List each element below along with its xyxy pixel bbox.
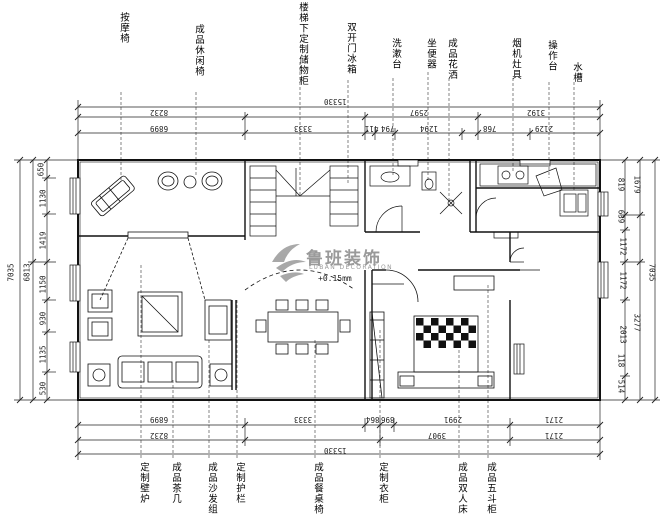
countertop-label: 操作台 [546,40,557,72]
dining-set-label: 成品餐桌椅 [312,462,323,515]
quilt-square [423,340,431,348]
dim-left-s1: 650 [36,162,46,177]
dim-top-left: 6899 [150,124,169,133]
dim-bottom-middle: 3333 [294,415,313,424]
dim-top-s5: 2129 [535,124,554,133]
dim-right-s2: 819 [616,177,626,192]
left-dimension-ticks [16,156,51,404]
dim-bottom-left-span: 8232 [150,431,169,440]
dim-right-s9: 514 [616,379,626,394]
coffee-table-label: 成品茶几 [170,462,181,504]
chest-label: 成品五斗柜 [485,462,496,515]
quilt-square [461,318,469,326]
toilet-label: 坐便器 [425,38,436,70]
dim-top-span-a: 2597 [410,108,429,117]
dim-left-s7: 530 [38,381,48,396]
sink-label: 水槽 [571,62,582,83]
dim-bottom-span-a: 3907 [428,431,447,440]
dim-right-s8: 118 [616,353,626,368]
dim-top-s1: 411 [365,124,379,133]
dim-right-s1: 1679 [632,175,642,194]
wardrobe-label: 定制衣柜 [377,462,388,504]
bottom-dimension-chain [77,400,601,460]
quilt-square [438,340,446,348]
bedroom-furniture [369,269,495,399]
doors [509,247,540,271]
leader-lines [120,62,575,460]
staircase [249,165,359,237]
dim-left-s3: 1419 [38,231,48,250]
quilt-square [461,333,469,341]
windows [69,159,609,375]
right-dimension-chain [600,159,660,401]
dim-top-left-span: 8232 [150,108,169,117]
massage-chair-label: 按摩椅 [118,12,129,44]
top-dimension-ticks [74,103,604,137]
dim-top-middle: 3333 [294,124,313,133]
dim-bottom-s1: 864 [366,415,380,424]
dim-right-s5: 1172 [618,271,628,290]
fridge-label: 双开门冰箱 [345,22,356,75]
dim-top-s2: 794 [381,124,395,133]
railing-label: 定制护栏 [234,462,245,504]
watermark-subtitle: LUBAN DECORATION [309,264,393,271]
left-dimension-chain [14,159,78,401]
sofa-label: 成品沙发组 [206,462,217,515]
stair-storage-label: 楼梯下定制储物柜 [297,2,308,86]
quilt-square [423,325,431,333]
dim-left-s6: 1135 [38,345,48,364]
quilt-square [416,333,424,341]
dim-left-s4: 1150 [38,275,48,294]
dim-bottom-overall: 15330 [324,446,347,455]
watermark-name: 鲁班装饰 [306,249,382,269]
dim-right-s6: 3277 [632,313,642,332]
quilt-square [468,325,476,333]
quilt-square [416,318,424,326]
range-hood-label: 烟机灶具 [510,38,521,80]
dim-top-s3: 1294 [420,124,439,133]
quilt-square [446,318,454,326]
quilt-square [453,340,461,348]
leisure-chair-label: 成品休闲椅 [193,24,204,77]
dim-right-s7: 2013 [618,325,628,344]
quilt-square [438,325,446,333]
quilt-square [446,333,454,341]
bathroom-fixtures [369,165,497,233]
washbasin-label: 洗漱台 [390,38,401,70]
dim-top-overall: 15330 [324,97,347,106]
bed-quilt-pattern [416,318,476,348]
floor-level-text: +0.15mm [318,274,352,283]
watermark-logo [272,244,306,282]
dim-right-overall: 7035 [647,263,657,282]
quilt-square [431,318,439,326]
quilt-square [453,325,461,333]
right-dimension-ticks [621,156,659,404]
dim-left-overall: 7035 [6,263,16,282]
dim-top-s4: 768 [483,124,497,133]
shower-label: 成品花洒 [446,38,457,80]
quilt-square [431,333,439,341]
fireplace-label: 定制壁炉 [138,462,149,504]
dim-left-mid: 6813 [22,263,32,282]
dining-furniture [244,269,356,355]
dim-bottom-span-b: 2171 [545,431,564,440]
dim-left-s2: 1130 [38,189,48,208]
dim-top-span-b: 3192 [527,108,546,117]
dim-bottom-right: 2171 [545,415,564,424]
dim-left-s5: 930 [38,311,48,326]
dim-bottom-left: 6899 [150,415,169,424]
dim-bottom-s3: 2991 [444,415,463,424]
quilt-square [468,340,476,348]
dim-right-s4: 1172 [618,237,628,256]
dim-right-s3: 639 [616,209,626,224]
kitchen-fixtures [479,163,597,239]
dim-bottom-s2: 896 [381,415,395,424]
interior-walls [78,160,600,400]
double-bed-label: 成品双人床 [456,462,467,515]
living-room-furniture [87,171,233,389]
